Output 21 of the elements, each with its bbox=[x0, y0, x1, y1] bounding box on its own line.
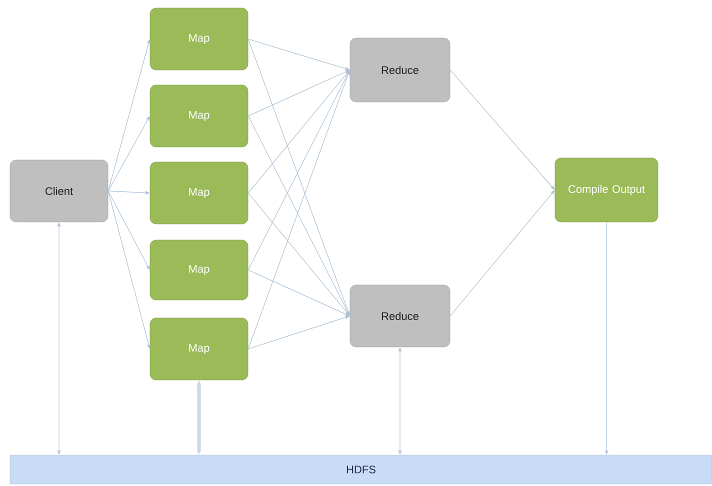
process-box: Map bbox=[150, 8, 248, 70]
arrow bbox=[248, 70, 350, 270]
arrow bbox=[248, 38, 350, 316]
arrow bbox=[248, 192, 350, 316]
process-box: Map bbox=[150, 162, 248, 224]
process-box: Compile Output bbox=[554, 158, 658, 222]
arrow bbox=[108, 116, 150, 192]
process-box: Reduce bbox=[350, 284, 450, 348]
arrow bbox=[248, 70, 350, 194]
process-box: Client bbox=[10, 160, 108, 222]
process-box: Map bbox=[150, 84, 248, 148]
arrow bbox=[450, 190, 555, 316]
process-box: Map bbox=[150, 240, 248, 300]
arrow bbox=[248, 116, 350, 316]
arrow bbox=[450, 70, 555, 190]
arrow bbox=[248, 70, 350, 350]
arrow bbox=[108, 39, 150, 192]
storage-band: HDFS bbox=[10, 454, 712, 484]
process-box: Map bbox=[150, 318, 248, 380]
process-box: Reduce bbox=[350, 38, 450, 102]
arrow bbox=[108, 190, 150, 270]
